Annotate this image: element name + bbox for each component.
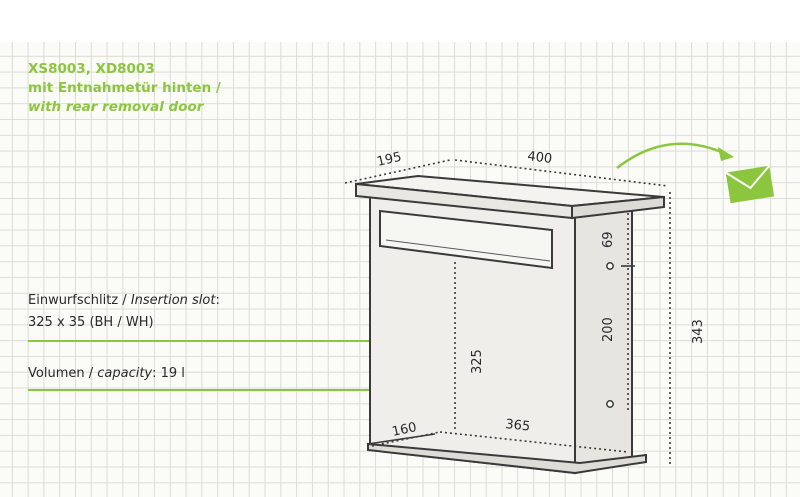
slot-inner-edge (385, 239, 551, 262)
width-top-label: 400 (527, 149, 553, 167)
inner-height-label: 325 (470, 349, 485, 374)
envelope-icon (725, 165, 775, 204)
capacity-label: Volumen / capacity: 19 l (28, 366, 185, 381)
depth-bottom-dimension-line (371, 431, 441, 447)
base-rear-edge (367, 433, 436, 445)
depth-top-label: 195 (376, 150, 404, 170)
width-bottom-dimension-line (439, 431, 629, 453)
slot-leader-line (28, 230, 419, 342)
slot-label-colon: : (215, 293, 220, 308)
slot-offset-label: 69 (601, 231, 616, 248)
slot-size: 325 x 35 (BH / WH) (28, 315, 154, 330)
mounting-hole-top (606, 262, 614, 270)
hole-spacing-label: 200 (601, 317, 616, 342)
mounting-hole-bottom (606, 400, 614, 408)
insertion-slot (379, 209, 553, 270)
slot-label-german: Einwurfschlitz / (28, 293, 131, 308)
insertion-slot-label: Einwurfschlitz / Insertion slot: 325 x 3… (28, 290, 220, 334)
model-numbers: XS8003, XD8003 (28, 61, 155, 77)
width-top-dimension-line (454, 159, 669, 187)
slot-label-english: Insertion slot (130, 293, 216, 308)
depth-bottom-label: 160 (391, 420, 418, 440)
subtitle-german: mit Entnahmetür hinten / (28, 80, 221, 96)
height-right-label: 343 (691, 319, 706, 344)
title-block: XS8003, XD8003 mit Entnahmetür hinten / … (28, 60, 221, 117)
capacity-label-english: capacity (97, 366, 153, 381)
subtitle-english: with rear removal door (28, 99, 204, 115)
capacity-value: : 19 l (152, 366, 185, 381)
mailbox-lid-side (571, 195, 665, 220)
capacity-label-german: Volumen / (28, 366, 98, 381)
curved-arrow-icon (616, 142, 734, 169)
width-bottom-label: 365 (505, 417, 531, 435)
